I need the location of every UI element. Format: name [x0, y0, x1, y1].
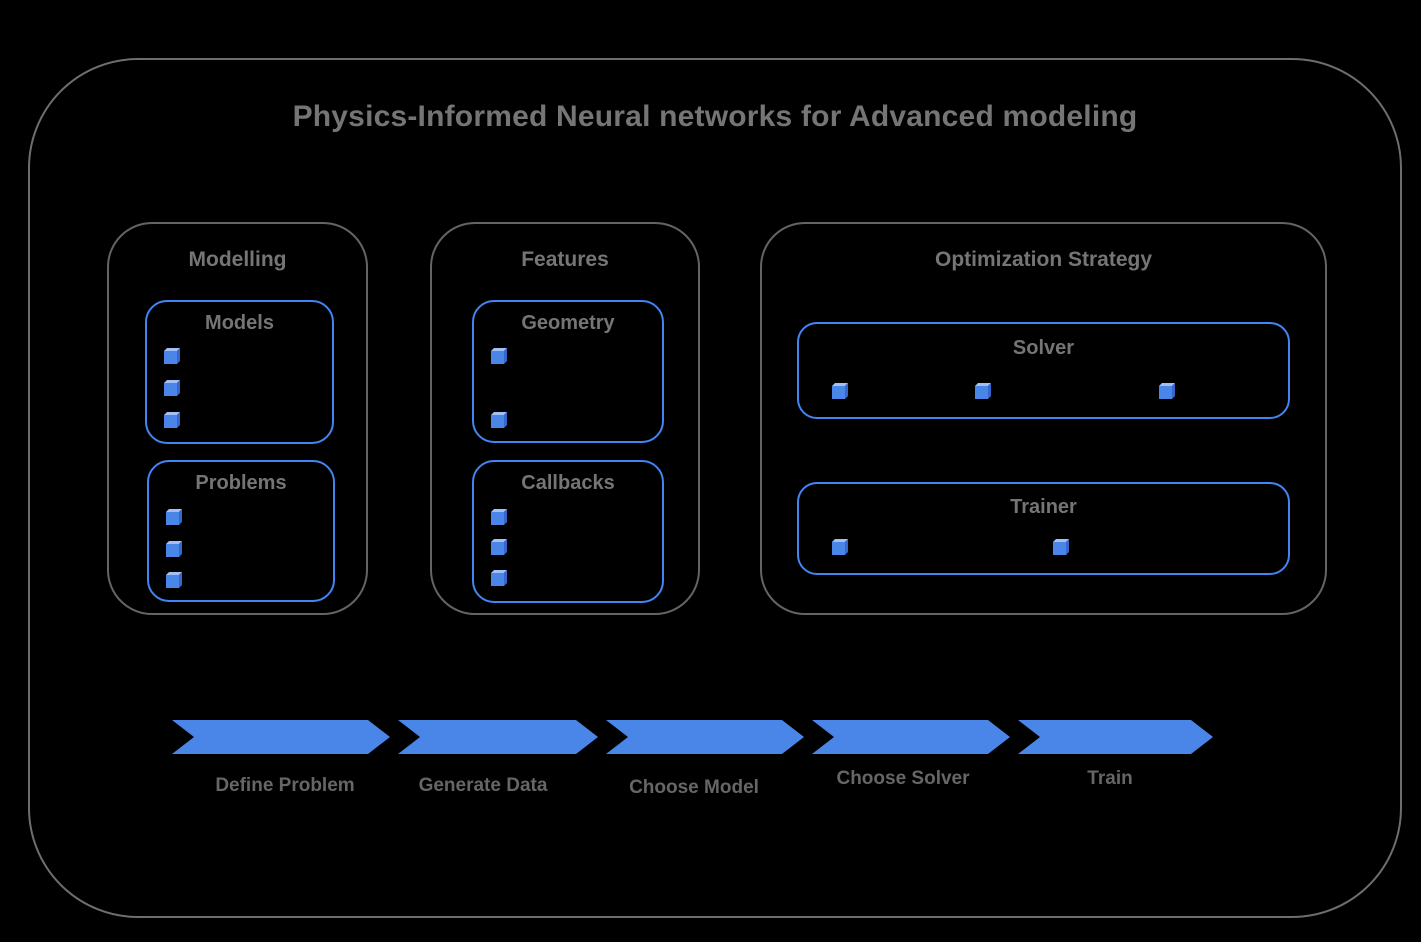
flow-arrow-segment: [812, 720, 1010, 754]
box-solver: Solver: [797, 322, 1290, 419]
box-title-solver: Solver: [1012, 337, 1075, 359]
box-trainer: Trainer: [797, 482, 1290, 575]
cube-bullet-icon: [832, 386, 845, 399]
box-geometry: Geometry: [472, 300, 664, 443]
group-title-features: Features: [521, 248, 609, 271]
cube-bullet-icon: [164, 351, 177, 364]
group-box-features: Features Geometry Callbacks: [430, 222, 700, 615]
cube-bullet-icon: [1159, 386, 1172, 399]
group-box-modelling: Modelling Models Problems: [107, 222, 368, 615]
cube-bullet-icon: [491, 573, 504, 586]
outer-frame: [28, 58, 1402, 918]
cube-bullet-icon: [1053, 542, 1066, 555]
page-title: Physics-Informed Neural networks for Adv…: [292, 100, 1138, 133]
cube-bullet-icon: [975, 386, 988, 399]
flow-step-label: Choose Model: [629, 777, 759, 798]
box-title-models: Models: [205, 312, 274, 334]
flow-step-label: Choose Solver: [836, 768, 970, 789]
flow-step-label: Generate Data: [418, 775, 548, 796]
box-callbacks: Callbacks: [472, 460, 664, 603]
cube-bullet-icon: [164, 383, 177, 396]
box-title-problems: Problems: [195, 472, 287, 494]
cube-bullet-icon: [832, 542, 845, 555]
flow-arrow-segment: [606, 720, 804, 754]
flow-arrow-segment: [1018, 720, 1213, 754]
flow-step-label: Train: [1087, 768, 1133, 789]
flow-arrow-segment: [172, 720, 390, 754]
box-title-trainer: Trainer: [1010, 496, 1077, 518]
group-title-optimization-strategy: Optimization Strategy: [934, 248, 1153, 271]
box-title-geometry: Geometry: [521, 312, 615, 334]
cube-bullet-icon: [166, 512, 179, 525]
cube-bullet-icon: [166, 575, 179, 588]
flow-step-label: Define Problem: [215, 775, 355, 796]
cube-bullet-icon: [164, 415, 177, 428]
box-problems: Problems: [147, 460, 335, 602]
flow-arrow-segment: [398, 720, 598, 754]
cube-bullet-icon: [491, 512, 504, 525]
cube-bullet-icon: [166, 544, 179, 557]
cube-bullet-icon: [491, 351, 504, 364]
box-title-callbacks: Callbacks: [521, 472, 615, 494]
group-title-modelling: Modelling: [188, 248, 287, 271]
cube-bullet-icon: [491, 542, 504, 555]
box-models: Models: [145, 300, 334, 444]
cube-bullet-icon: [491, 415, 504, 428]
group-box-optimization-strategy: Optimization Strategy Solver Trainer: [760, 222, 1327, 615]
